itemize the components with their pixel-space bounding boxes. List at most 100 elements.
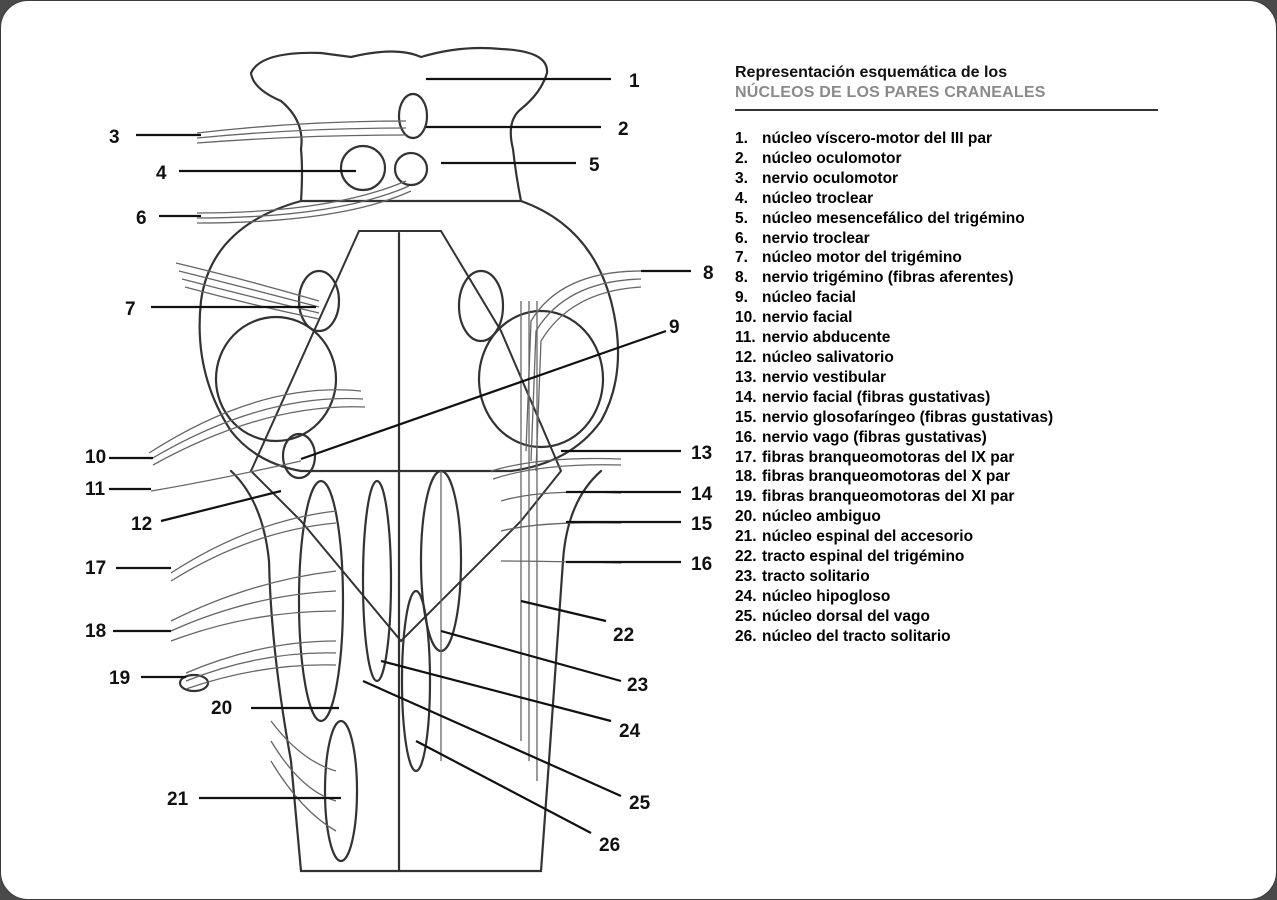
legend-text: nervio facial [762,308,852,328]
legend-item: 13.nervio vestibular [735,368,1255,388]
diagram-label-10: 10 [85,447,106,468]
diagram-label-6: 6 [136,208,147,229]
legend-text: núcleo troclear [762,189,873,209]
legend-item: 23.tracto solitario [735,567,1255,587]
legend-text: fibras branqueomotoras del XI par [762,487,1014,507]
legend-item: 15.nervio glosofaríngeo (fibras gustativ… [735,408,1255,428]
legend-number: 7. [735,248,762,268]
legend-text: nervio glosofaríngeo (fibras gustativas) [762,408,1053,428]
diagram-label-4: 4 [156,163,167,184]
legend-text: nervio trigémino (fibras aferentes) [762,268,1014,288]
diagram-label-18: 18 [85,621,106,642]
legend-item: 24.núcleo hipogloso [735,587,1255,607]
legend-text: fibras branqueomotoras del IX par [762,448,1014,468]
diagram-label-24: 24 [619,721,641,742]
legend-text: núcleo facial [762,288,856,308]
legend-number: 15. [735,408,762,428]
legend-number: 13. [735,368,762,388]
legend-number: 22. [735,547,762,567]
legend-number: 26. [735,627,762,647]
legend-number: 6. [735,229,762,249]
legend-item: 3.nervio oculomotor [735,169,1255,189]
diagram-label-2: 2 [618,119,629,140]
diagram-label-3: 3 [109,127,120,148]
right-oval [459,271,503,341]
legend-item: 6.nervio troclear [735,229,1255,249]
legend-panel: Representación esquemática de los NÚCLEO… [735,63,1255,647]
structure-24 [363,481,391,681]
legend-item: 12.núcleo salivatorio [735,348,1255,368]
legend-text: núcleo mesencefálico del trigémino [762,209,1025,229]
diagram-label-7: 7 [125,299,136,320]
diagram-label-11: 11 [85,479,106,500]
diagram-label-5: 5 [589,155,600,176]
legend-text: núcleo dorsal del vago [762,607,930,627]
diagram-label-22: 22 [613,625,634,646]
legend-text: tracto espinal del trigémino [762,547,964,567]
diagram-label-20: 20 [211,698,232,719]
legend-item: 9.núcleo facial [735,288,1255,308]
legend-number: 14. [735,388,762,408]
diagram-label-21: 21 [167,789,189,810]
legend-number: 25. [735,607,762,627]
diagram-label-12: 12 [131,514,152,535]
legend-number: 8. [735,268,762,288]
legend-item: 21.núcleo espinal del accesorio [735,527,1255,547]
legend-number: 23. [735,567,762,587]
legend-text: nervio vago (fibras gustativas) [762,428,987,448]
legend-number: 5. [735,209,762,229]
legend-number: 18. [735,467,762,487]
legend-number: 9. [735,288,762,308]
legend-item: 2.núcleo oculomotor [735,149,1255,169]
legend-text: núcleo oculomotor [762,149,902,169]
legend-list: 1.núcleo víscero-motor del III par 2.núc… [735,129,1255,647]
legend-text: nervio abducente [762,328,890,348]
legend-text: nervio facial (fibras gustativas) [762,388,990,408]
legend-number: 16. [735,428,762,448]
legend-item: 4.núcleo troclear [735,189,1255,209]
structure-2 [399,94,427,138]
diagram-label-16: 16 [691,554,712,575]
structure-21 [325,721,357,861]
diagram-label-13: 13 [691,443,712,464]
legend-item: 7.núcleo motor del trigémino [735,248,1255,268]
legend-number: 1. [735,129,762,149]
legend-number: 24. [735,587,762,607]
legend-item: 10.nervio facial [735,308,1255,328]
legend-item: 1.núcleo víscero-motor del III par [735,129,1255,149]
legend-number: 11. [735,328,762,348]
structure-20 [299,481,343,721]
diagram-label-8: 8 [703,263,714,284]
legend-number: 17. [735,448,762,468]
legend-text: núcleo salivatorio [762,348,894,368]
legend-text: núcleo ambiguo [762,507,881,527]
legend-text: núcleo del tracto solitario [762,627,951,647]
legend-number: 20. [735,507,762,527]
legend-text: núcleo víscero-motor del III par [762,129,992,149]
legend-text: tracto solitario [762,567,870,587]
legend-number: 4. [735,189,762,209]
legend-number: 3. [735,169,762,189]
brainstem-diagram: 1 2 3 4 5 6 7 8 9 10 11 12 13 14 15 16 1… [61,21,721,881]
legend-number: 10. [735,308,762,328]
diagram-label-9: 9 [669,317,680,338]
legend-text: núcleo espinal del accesorio [762,527,973,547]
legend-text: núcleo hipogloso [762,587,890,607]
legend-text: nervio oculomotor [762,169,898,189]
legend-item: 14.nervio facial (fibras gustativas) [735,388,1255,408]
diagram-label-25: 25 [629,793,651,814]
legend-item: 16.nervio vago (fibras gustativas) [735,428,1255,448]
legend-text: nervio vestibular [762,368,886,388]
diagram-label-26: 26 [599,835,620,856]
panel-subtitle: NÚCLEOS DE LOS PARES CRANEALES [735,83,1255,103]
pons-outline [200,201,618,471]
legend-number: 2. [735,149,762,169]
diagram-label-15: 15 [691,514,713,535]
pons-left-ring [216,317,336,441]
legend-number: 12. [735,348,762,368]
legend-text: nervio troclear [762,229,870,249]
structure-5 [395,153,427,185]
legend-number: 19. [735,487,762,507]
legend-text: núcleo motor del trigémino [762,248,962,268]
legend-number: 21. [735,527,762,547]
